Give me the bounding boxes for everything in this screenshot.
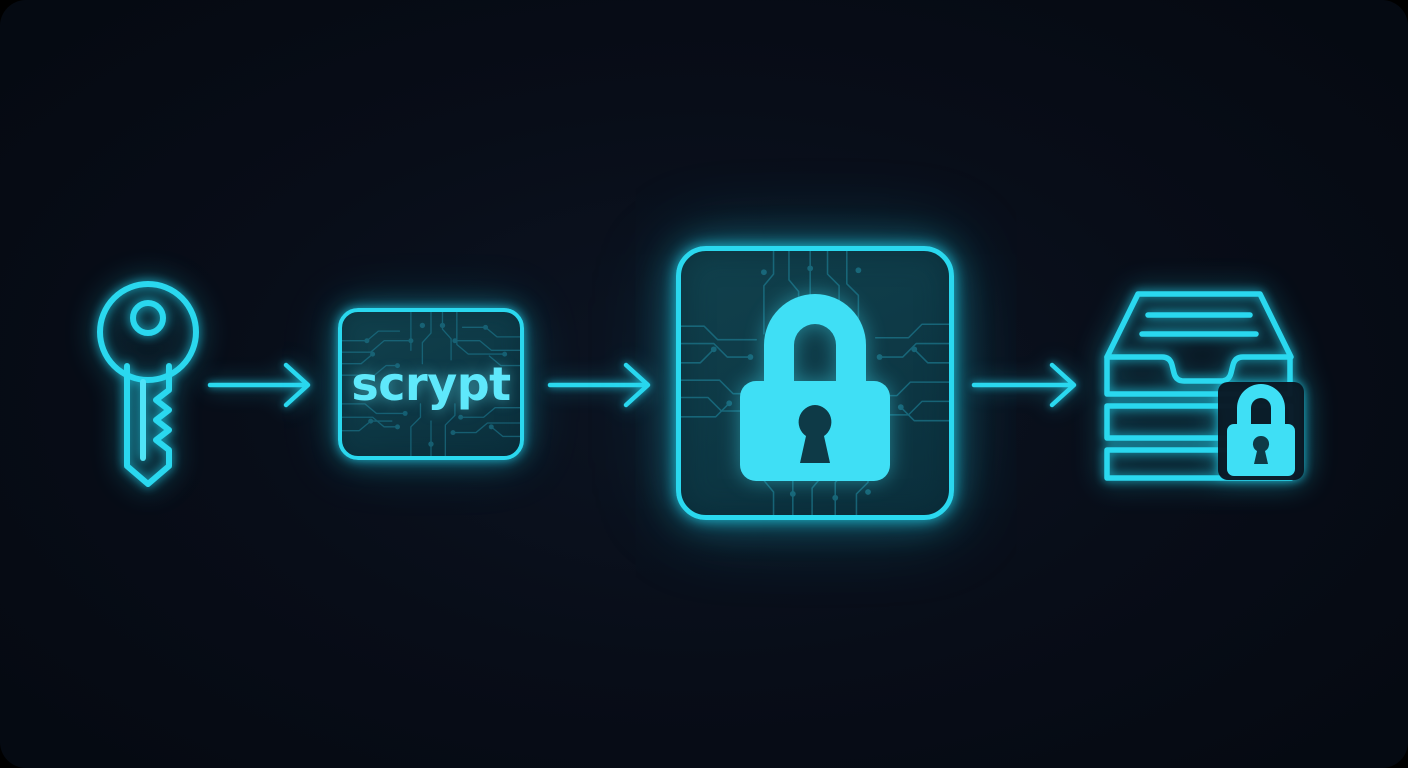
padlock-badge-icon xyxy=(1218,382,1304,480)
key-icon xyxy=(97,281,199,487)
arrow-right-icon xyxy=(547,362,651,408)
step-scrypt[interactable]: scrypt xyxy=(338,308,524,460)
arrow-right-icon xyxy=(207,362,311,408)
lock-card xyxy=(676,246,954,520)
circuit-pattern xyxy=(342,312,520,456)
scrypt-label: scrypt xyxy=(351,357,511,411)
step-lock[interactable] xyxy=(676,246,954,520)
padlock-art xyxy=(681,251,949,515)
scrypt-card: scrypt xyxy=(338,308,524,460)
step-database[interactable] xyxy=(1096,282,1311,482)
arrow-scrypt-to-lock xyxy=(547,362,656,408)
secure-database-icon xyxy=(1104,291,1304,481)
arrow-key-to-scrypt xyxy=(207,362,316,408)
step-key[interactable] xyxy=(86,270,216,490)
arrow-right-icon xyxy=(971,362,1077,408)
arrow-lock-to-database xyxy=(971,362,1082,408)
keyhole xyxy=(798,405,832,463)
padlock-icon xyxy=(740,294,890,481)
